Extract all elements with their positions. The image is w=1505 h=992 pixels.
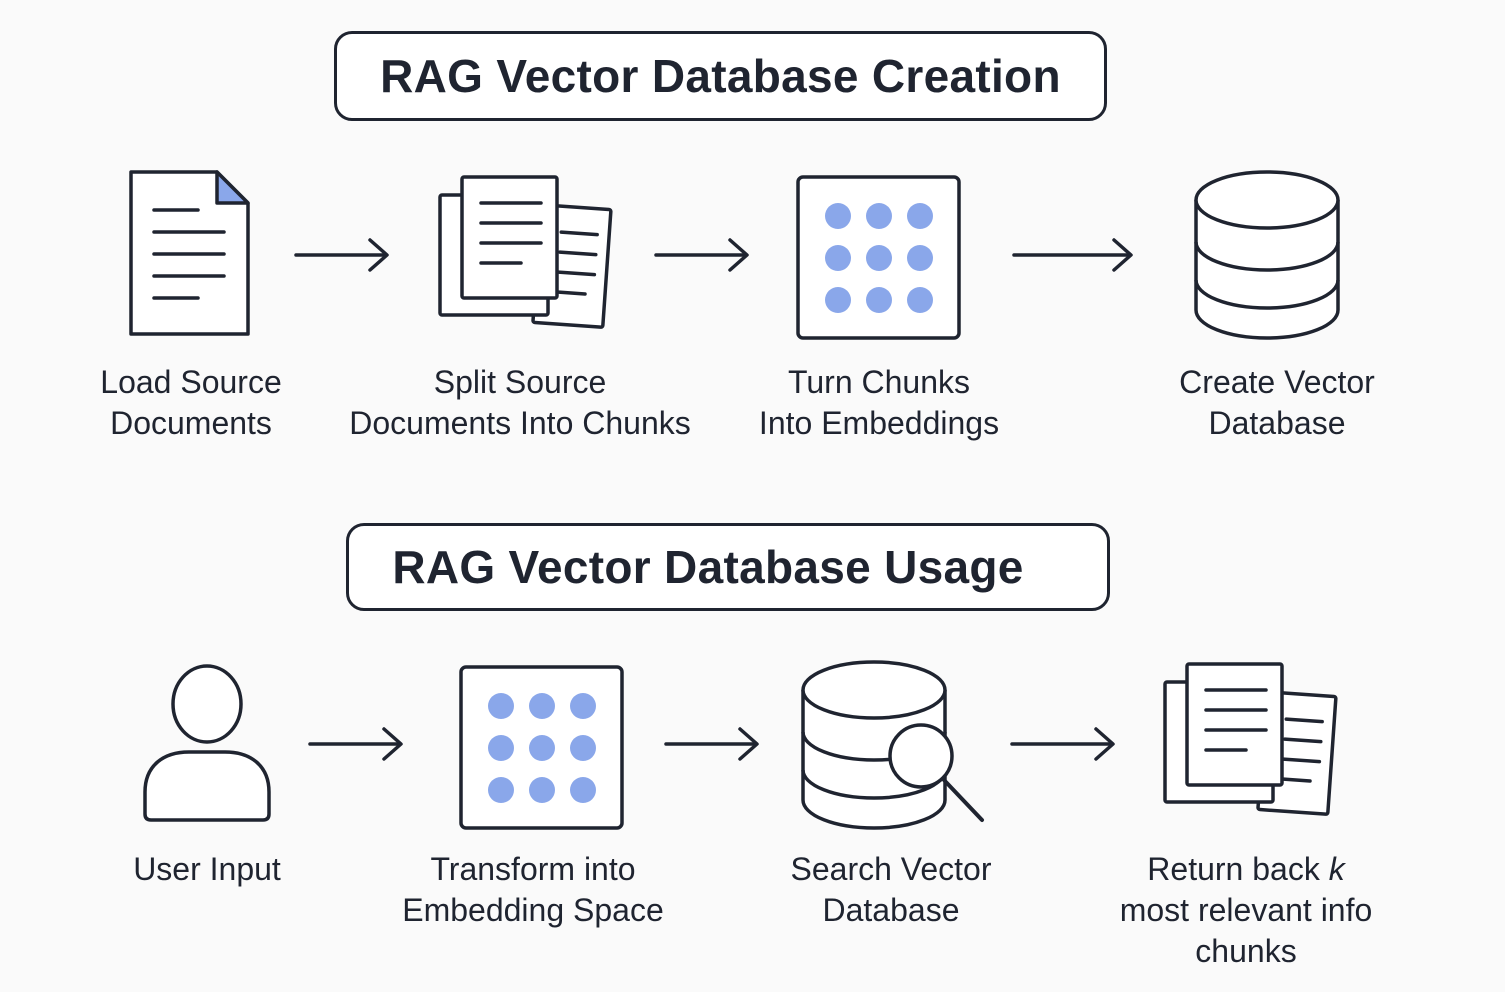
embedding-grid-icon — [796, 175, 962, 341]
step-label-return-chunks: Return back k most relevant info chunks — [1119, 851, 1373, 969]
step-label-create-database: Create Vector Database — [1179, 364, 1375, 441]
stacked-documents-icon — [437, 175, 613, 331]
step-label-split-documents: Split Source Documents Into Chunks — [349, 364, 691, 441]
arrow-right-icon — [664, 726, 760, 762]
embedding-grid-icon — [459, 665, 625, 831]
creation-title-box: RAG Vector Database Creation — [334, 31, 1107, 121]
arrow-right-icon — [308, 726, 404, 762]
step-label-search-database: Search Vector Database — [790, 851, 992, 928]
database-search-icon — [800, 660, 990, 832]
step-label-load-documents: Load Source Documents — [100, 364, 282, 441]
creation-title: RAG Vector Database Creation — [380, 50, 1061, 102]
arrow-right-icon — [654, 237, 750, 273]
arrow-right-icon — [294, 237, 390, 273]
document-icon — [128, 170, 252, 338]
user-icon — [141, 664, 273, 824]
usage-title: RAG Vector Database Usage — [392, 541, 1024, 593]
stacked-documents-icon — [1162, 662, 1338, 818]
usage-title-box: RAG Vector Database Usage — [346, 523, 1110, 611]
arrow-right-icon — [1010, 726, 1116, 762]
step-label-user-input: User Input — [133, 851, 281, 887]
step-label-transform: Transform into Embedding Space — [402, 851, 664, 928]
database-icon — [1193, 170, 1341, 342]
arrow-right-icon — [1012, 237, 1134, 273]
step-label-embeddings: Turn Chunks Into Embeddings — [758, 364, 1000, 441]
